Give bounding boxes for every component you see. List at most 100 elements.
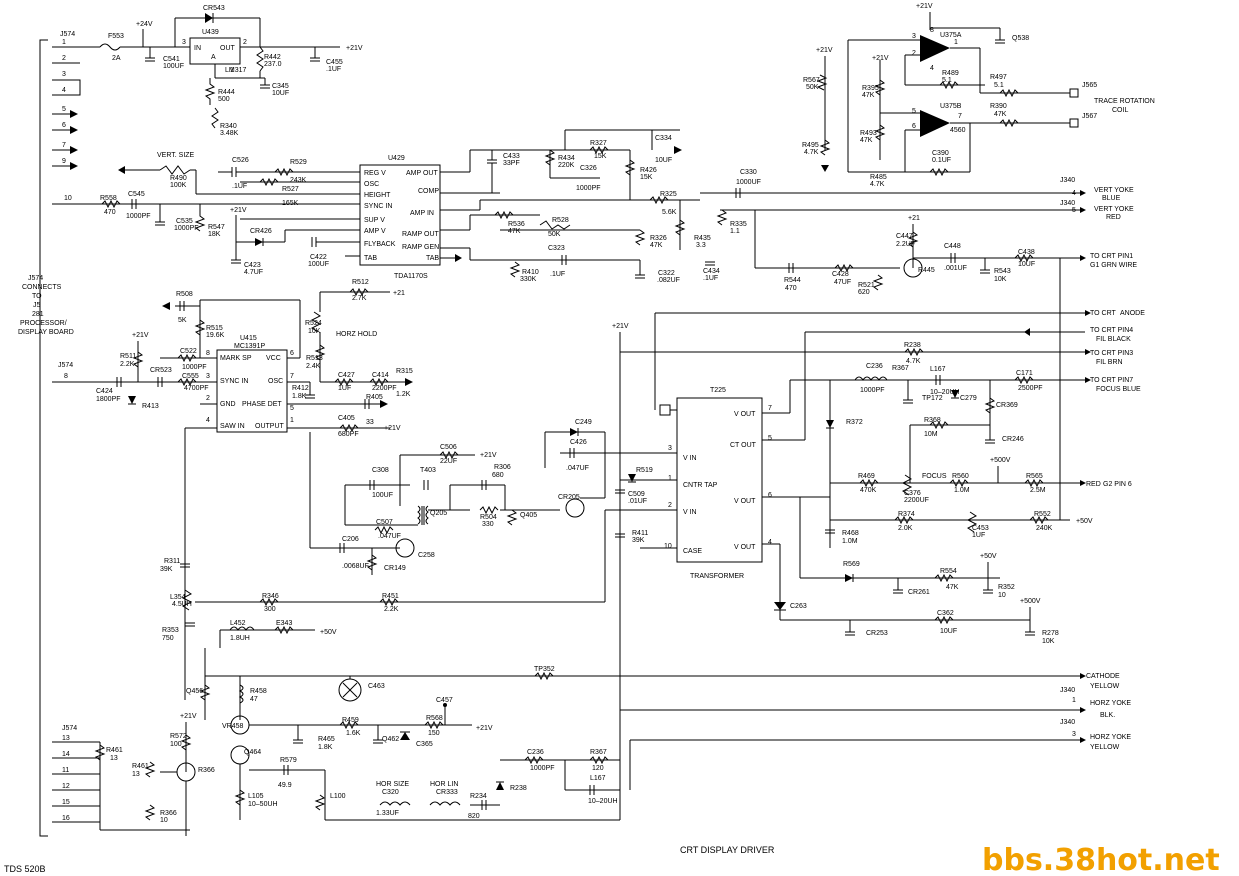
svg-text:C414: C414 <box>372 372 389 379</box>
svg-text:YELLOW: YELLOW <box>1090 744 1120 751</box>
svg-text:47K: 47K <box>946 584 959 591</box>
svg-text:C545: C545 <box>128 191 145 198</box>
svg-text:PHASE DET: PHASE DET <box>242 401 282 408</box>
svg-text:R238: R238 <box>904 342 921 349</box>
svg-text:.01UF: .01UF <box>628 498 647 505</box>
svg-text:R461: R461 <box>132 763 149 770</box>
watermark-logo: bbs.38hot.net <box>982 843 1220 876</box>
svg-text:100UF: 100UF <box>163 63 184 70</box>
svg-text:39K: 39K <box>632 537 645 544</box>
svg-text:R504: R504 <box>480 514 497 521</box>
svg-text:C535: C535 <box>176 218 193 225</box>
svg-text:15K: 15K <box>640 174 653 181</box>
svg-text:750: 750 <box>162 635 174 642</box>
svg-text:+21V: +21V <box>230 207 247 214</box>
svg-text:FIL BRN: FIL BRN <box>1096 359 1123 366</box>
svg-text:R544: R544 <box>784 277 801 284</box>
svg-text:U439: U439 <box>202 29 219 36</box>
svg-text:R367: R367 <box>590 749 607 756</box>
svg-text:TO CRT: TO CRT <box>1090 310 1117 317</box>
svg-text:R368: R368 <box>924 417 941 424</box>
svg-text:.082UF: .082UF <box>657 277 680 284</box>
svg-text:OUTPUT: OUTPUT <box>255 423 285 430</box>
j574-top-ref: J574 <box>60 31 75 38</box>
svg-text:1: 1 <box>290 417 294 424</box>
svg-text:CR246: CR246 <box>1002 436 1024 443</box>
svg-text:R513: R513 <box>306 355 323 362</box>
svg-text:10M: 10M <box>924 431 938 438</box>
svg-text:1.0M: 1.0M <box>842 538 858 545</box>
svg-text:300: 300 <box>264 606 276 613</box>
svg-text:TO CRT PIN1: TO CRT PIN1 <box>1090 253 1133 260</box>
svg-text:R459: R459 <box>342 717 359 724</box>
svg-text:7: 7 <box>768 405 772 412</box>
svg-text:C206: C206 <box>342 536 359 543</box>
svg-text:3: 3 <box>668 445 672 452</box>
aux-supplies: R569 R554 47K CR261 +50V R352 10 C263 C3… <box>774 497 1059 645</box>
svg-text:13: 13 <box>110 755 118 762</box>
svg-text:FIL BLACK: FIL BLACK <box>1096 336 1131 343</box>
svg-text:+21V: +21V <box>476 725 493 732</box>
svg-text:100: 100 <box>170 741 182 748</box>
svg-text:BLK.: BLK. <box>1100 712 1115 719</box>
svg-text:1.0M: 1.0M <box>954 487 970 494</box>
svg-text:2.7K: 2.7K <box>352 295 367 302</box>
svg-text:L167: L167 <box>930 366 946 373</box>
svg-text:R547: R547 <box>208 224 225 231</box>
svg-text:C365: C365 <box>416 741 433 748</box>
svg-text:C334: C334 <box>655 135 672 142</box>
svg-text:47K: 47K <box>862 92 875 99</box>
connector-note-7: DISPLAY BOARD <box>18 329 74 336</box>
svg-text:500: 500 <box>218 96 230 103</box>
svg-text:39K: 39K <box>160 566 173 573</box>
svg-text:CR369: CR369 <box>996 402 1018 409</box>
svg-text:R469: R469 <box>858 473 875 480</box>
svg-text:10: 10 <box>998 592 1006 599</box>
svg-text:+21V: +21V <box>346 45 363 52</box>
svg-text:L100: L100 <box>330 793 346 800</box>
svg-text:R426: R426 <box>640 167 657 174</box>
connector-note-3: TO <box>32 293 42 300</box>
svg-text:C390: C390 <box>932 150 949 157</box>
svg-text:E343: E343 <box>276 620 292 627</box>
svg-text:CR333: CR333 <box>436 789 458 796</box>
svg-text:C320: C320 <box>382 789 399 796</box>
svg-text:VERT YOKE: VERT YOKE <box>1094 206 1134 213</box>
svg-text:1.6K: 1.6K <box>346 730 361 737</box>
svg-text:C455: C455 <box>326 59 343 66</box>
svg-text:.1UF: .1UF <box>326 66 341 73</box>
svg-text:4.7UF: 4.7UF <box>244 269 263 276</box>
svg-text:2.2K: 2.2K <box>384 606 399 613</box>
connector-note-1: J574 <box>28 275 43 282</box>
svg-text:HEIGHT: HEIGHT <box>364 192 391 199</box>
svg-text:R519: R519 <box>636 467 653 474</box>
svg-text:1000PF: 1000PF <box>860 387 885 394</box>
svg-text:SYNC IN: SYNC IN <box>220 378 248 385</box>
svg-text:+21V: +21V <box>384 425 401 432</box>
svg-text:C249: C249 <box>575 419 592 426</box>
svg-text:330: 330 <box>482 521 494 528</box>
svg-text:100UF: 100UF <box>308 261 329 268</box>
svg-text:8: 8 <box>206 350 210 357</box>
svg-text:4.5UH: 4.5UH <box>172 601 192 608</box>
svg-text:R326: R326 <box>650 235 667 242</box>
svg-text:TP172: TP172 <box>922 395 943 402</box>
svg-text:R461: R461 <box>106 747 123 754</box>
svg-text:10–20UH: 10–20UH <box>588 798 618 805</box>
svg-text:YELLOW: YELLOW <box>1090 683 1120 690</box>
svg-text:Q456: Q456 <box>186 688 203 695</box>
svg-text:+21: +21 <box>393 290 405 297</box>
svg-text:2.5M: 2.5M <box>1030 487 1046 494</box>
svg-text:3: 3 <box>182 39 186 46</box>
svg-text:C423: C423 <box>244 262 261 269</box>
svg-text:R512: R512 <box>352 279 369 286</box>
svg-text:V OUT: V OUT <box>734 411 756 418</box>
svg-text:G2 PIN 6: G2 PIN 6 <box>1103 481 1132 488</box>
svg-text:47UF: 47UF <box>834 279 851 286</box>
svg-text:C463: C463 <box>368 683 385 690</box>
svg-text:2200UF: 2200UF <box>904 497 929 504</box>
svg-text:RED: RED <box>1106 214 1121 221</box>
svg-text:TO CRT PIN3: TO CRT PIN3 <box>1090 350 1133 357</box>
svg-text:C526: C526 <box>232 157 249 164</box>
